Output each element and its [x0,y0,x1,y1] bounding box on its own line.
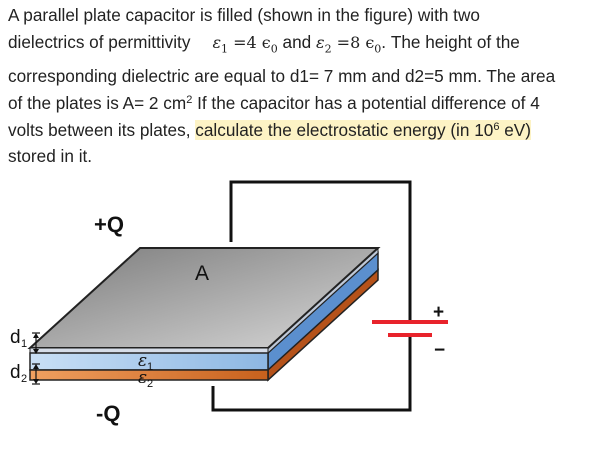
epsilon-2-label: ε [138,368,147,388]
epsilon-2-symbol: ε [315,32,325,52]
epsilon-2-subscript: 2 [324,42,332,56]
d1-label-subscript: 1 [21,338,27,350]
d1-label: d [10,327,21,348]
problem-text: . The height of the [381,31,520,52]
minus-q-label: -Q [96,401,120,426]
epsilon-0-subscript: 0 [374,42,382,56]
problem-text: and [277,31,316,52]
energy-exponent: 6 [493,120,500,133]
highlighted-question: calculate the electrostatic energy (in 1… [195,119,531,140]
problem-text: calculate the electrostatic energy (in 1… [195,119,494,140]
problem-text: If the capacitor has a potential differe… [192,92,540,113]
problem-statement: A parallel plate capacitor is filled (sh… [8,2,602,170]
battery-plus-sign: + [433,302,444,323]
d2-label-subscript: 2 [21,373,27,385]
epsilon-0-subscript: 0 [270,42,278,56]
area-label: A [195,262,209,285]
problem-line-4: of the plates is A= 2 cm2 If the capacit… [8,90,602,117]
epsilon-2-value: =8 ϵ [331,32,375,52]
plus-q-label: +Q [94,212,124,237]
problem-line-5: volts between its plates, calculate the … [8,117,602,144]
epsilon-1-symbol: ε [212,32,222,52]
problem-text: volts between its plates, [8,119,196,140]
problem-text: of the plates is A= 2 cm [8,92,187,113]
problem-text: corresponding dielectric are equal to d1… [8,66,556,87]
problem-text: A parallel plate capacitor is filled (sh… [8,5,480,25]
problem-line-3: corresponding dielectric are equal to d1… [8,63,602,90]
problem-text: dielectrics of permittivity [8,31,191,52]
dielectric-2-front [29,369,269,381]
problem-text: stored in it. [8,146,93,167]
d1-arrow [32,332,40,354]
epsilon-1-value: =4 ϵ [228,32,271,52]
problem-line-1: A parallel plate capacitor is filled (sh… [8,2,602,29]
epsilon-2-label-subscript: 2 [147,378,153,390]
problem-line-6: stored in it. [8,143,602,170]
capacitor-figure: + − +Q A -Q ε 1 ε 2 d 1 d 2 [10,180,448,426]
d2-label: d [10,362,21,383]
problem-text: eV) [499,119,531,140]
battery-minus-sign: − [434,340,445,361]
top-wire [229,180,412,320]
bottom-wire [211,336,412,412]
epsilon-1-label-subscript: 1 [147,361,153,373]
area-exponent: 2 [186,93,193,106]
epsilon-1-subscript: 1 [221,42,229,56]
epsilon-1-label: ε [138,351,147,371]
d2-arrow [32,363,40,385]
